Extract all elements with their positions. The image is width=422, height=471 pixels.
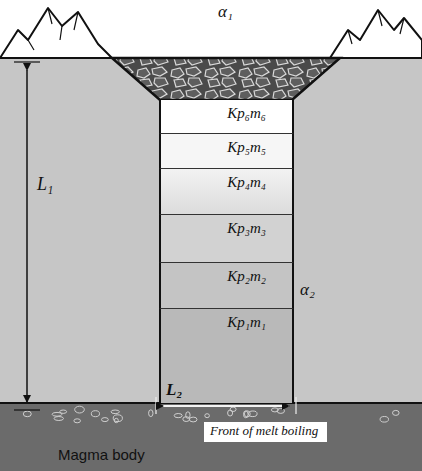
magma-body: Magma body Front of melt boiling — [0, 404, 422, 471]
layer-label: Kp₁m₁ — [227, 314, 266, 331]
angle-label: α₂ — [300, 280, 315, 300]
band-layer: Kp₅m₅ — [159, 133, 294, 168]
band-layer: Kp₆m₆ — [159, 100, 294, 133]
layer-label: Kp₂m₂ — [227, 268, 266, 285]
angle-label: α₁ — [218, 2, 233, 22]
dimension-label: L₂ — [166, 380, 182, 400]
layer-label: Kp₆m₆ — [227, 105, 266, 122]
region-label: Magma body — [58, 446, 145, 463]
front-label-box: Front of melt boiling — [204, 422, 327, 442]
layer-label: Kp₅m₅ — [227, 139, 266, 156]
boundary-label: Front of melt boiling — [210, 423, 321, 439]
band-layer: Kp₂m₂ — [159, 262, 294, 308]
band-layer: Kp₃m₃ — [159, 214, 294, 262]
band-layer: Kp₄m₄ — [159, 168, 294, 214]
layer-label: Kp₄m₄ — [227, 174, 266, 191]
layer-label: Kp₃m₃ — [227, 220, 266, 237]
dimension-label: L₁ — [37, 174, 53, 195]
